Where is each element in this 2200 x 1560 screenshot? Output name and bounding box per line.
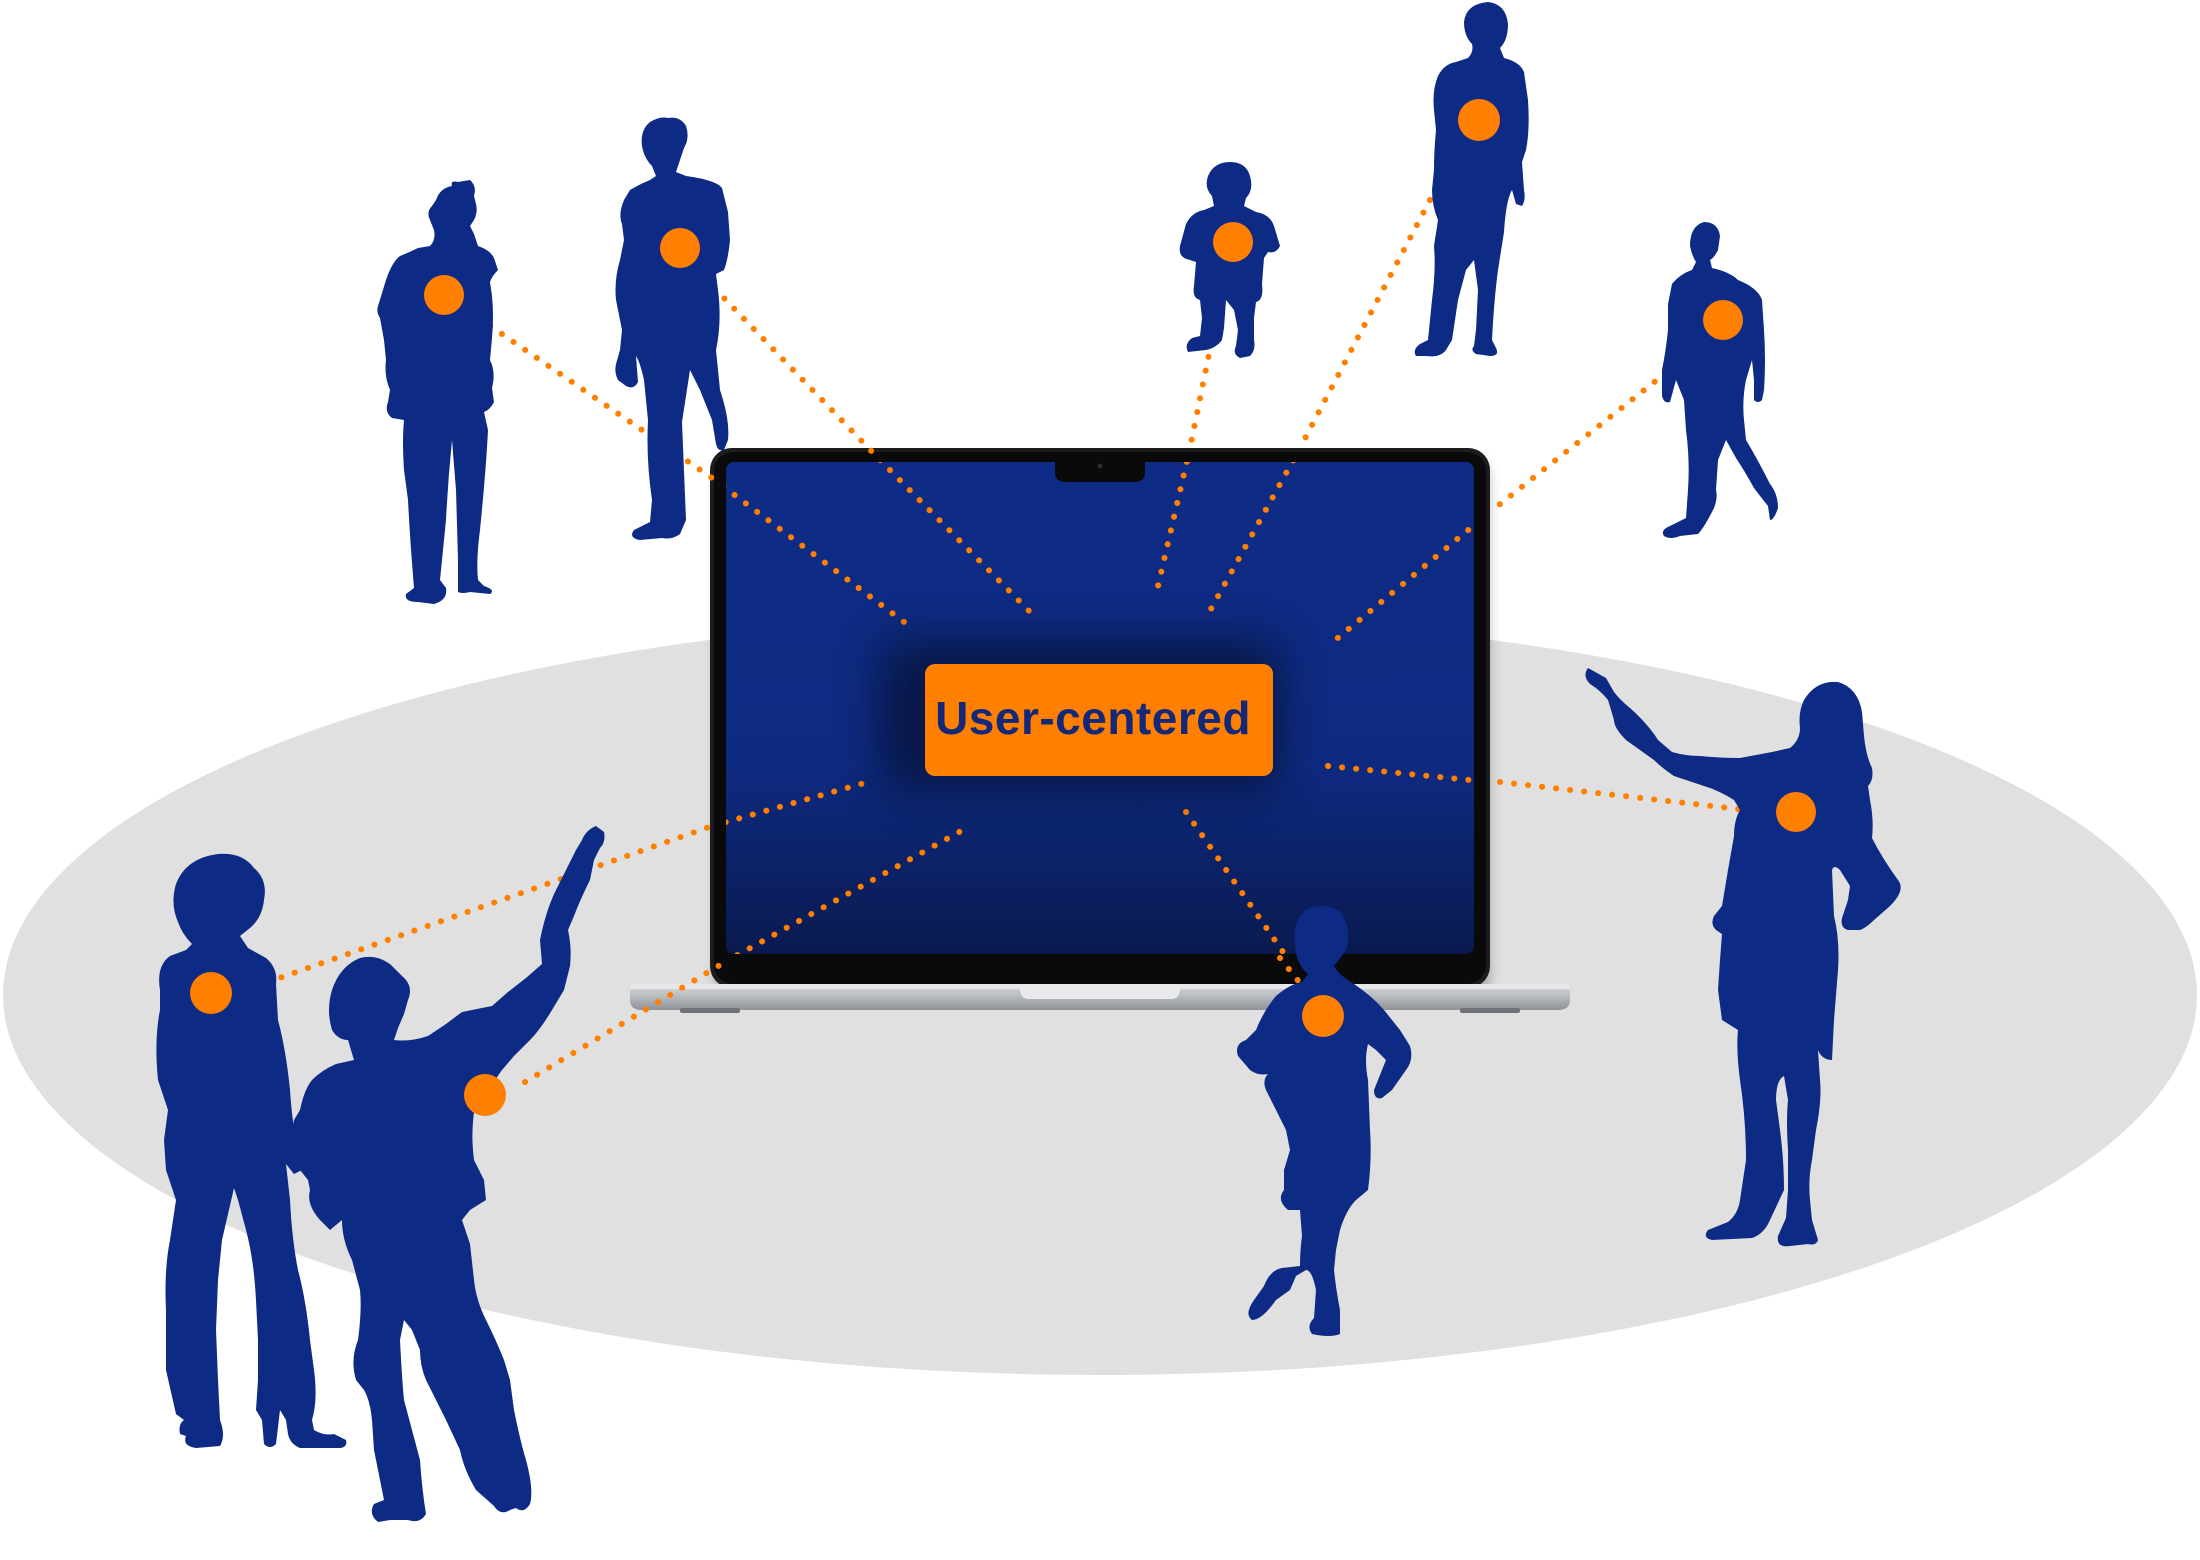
connector-woman-top-right [1297, 197, 1433, 451]
standing-man-silhouette-icon [377, 180, 498, 604]
person-marker-dot [660, 228, 700, 268]
standing-child-silhouette-icon [1237, 905, 1412, 1336]
standing-woman-silhouette-icon [615, 117, 730, 540]
connector-child [1187, 257, 1231, 451]
standing-woman-silhouette-icon [156, 853, 347, 1448]
pointing-man-silhouette-icon [288, 826, 605, 1522]
label-text: User-centered [935, 692, 1251, 744]
standing-child-silhouette-icon [1179, 162, 1280, 358]
pointing-woman-silhouette-icon [1585, 668, 1901, 1247]
connector-pointing-woman [1497, 779, 1768, 815]
connector-curly-woman [265, 823, 715, 985]
connector-lines [265, 197, 1768, 1085]
camera-icon [1097, 463, 1103, 469]
connector-woman-left [692, 265, 883, 463]
person-marker-dot [424, 275, 464, 315]
walking-man-silhouette-icon [1662, 222, 1778, 538]
person-marker-dot [1458, 99, 1500, 141]
label-box [925, 664, 1273, 776]
screen-connectors [726, 462, 1474, 954]
user-centered-label: User-centered [880, 640, 1280, 790]
person-marker-dot [190, 972, 232, 1014]
connector-man-right [1487, 335, 1713, 515]
person-marker-dot [1302, 995, 1344, 1037]
person-marker-dot [1776, 792, 1816, 832]
standing-woman-silhouette-icon [1414, 2, 1529, 357]
person-marker-dot [1703, 300, 1743, 340]
person-marker-dot [464, 1074, 506, 1116]
camera-notch [1055, 462, 1145, 482]
trackpad-notch [1018, 986, 1182, 999]
person-marker-dot [1213, 222, 1253, 262]
